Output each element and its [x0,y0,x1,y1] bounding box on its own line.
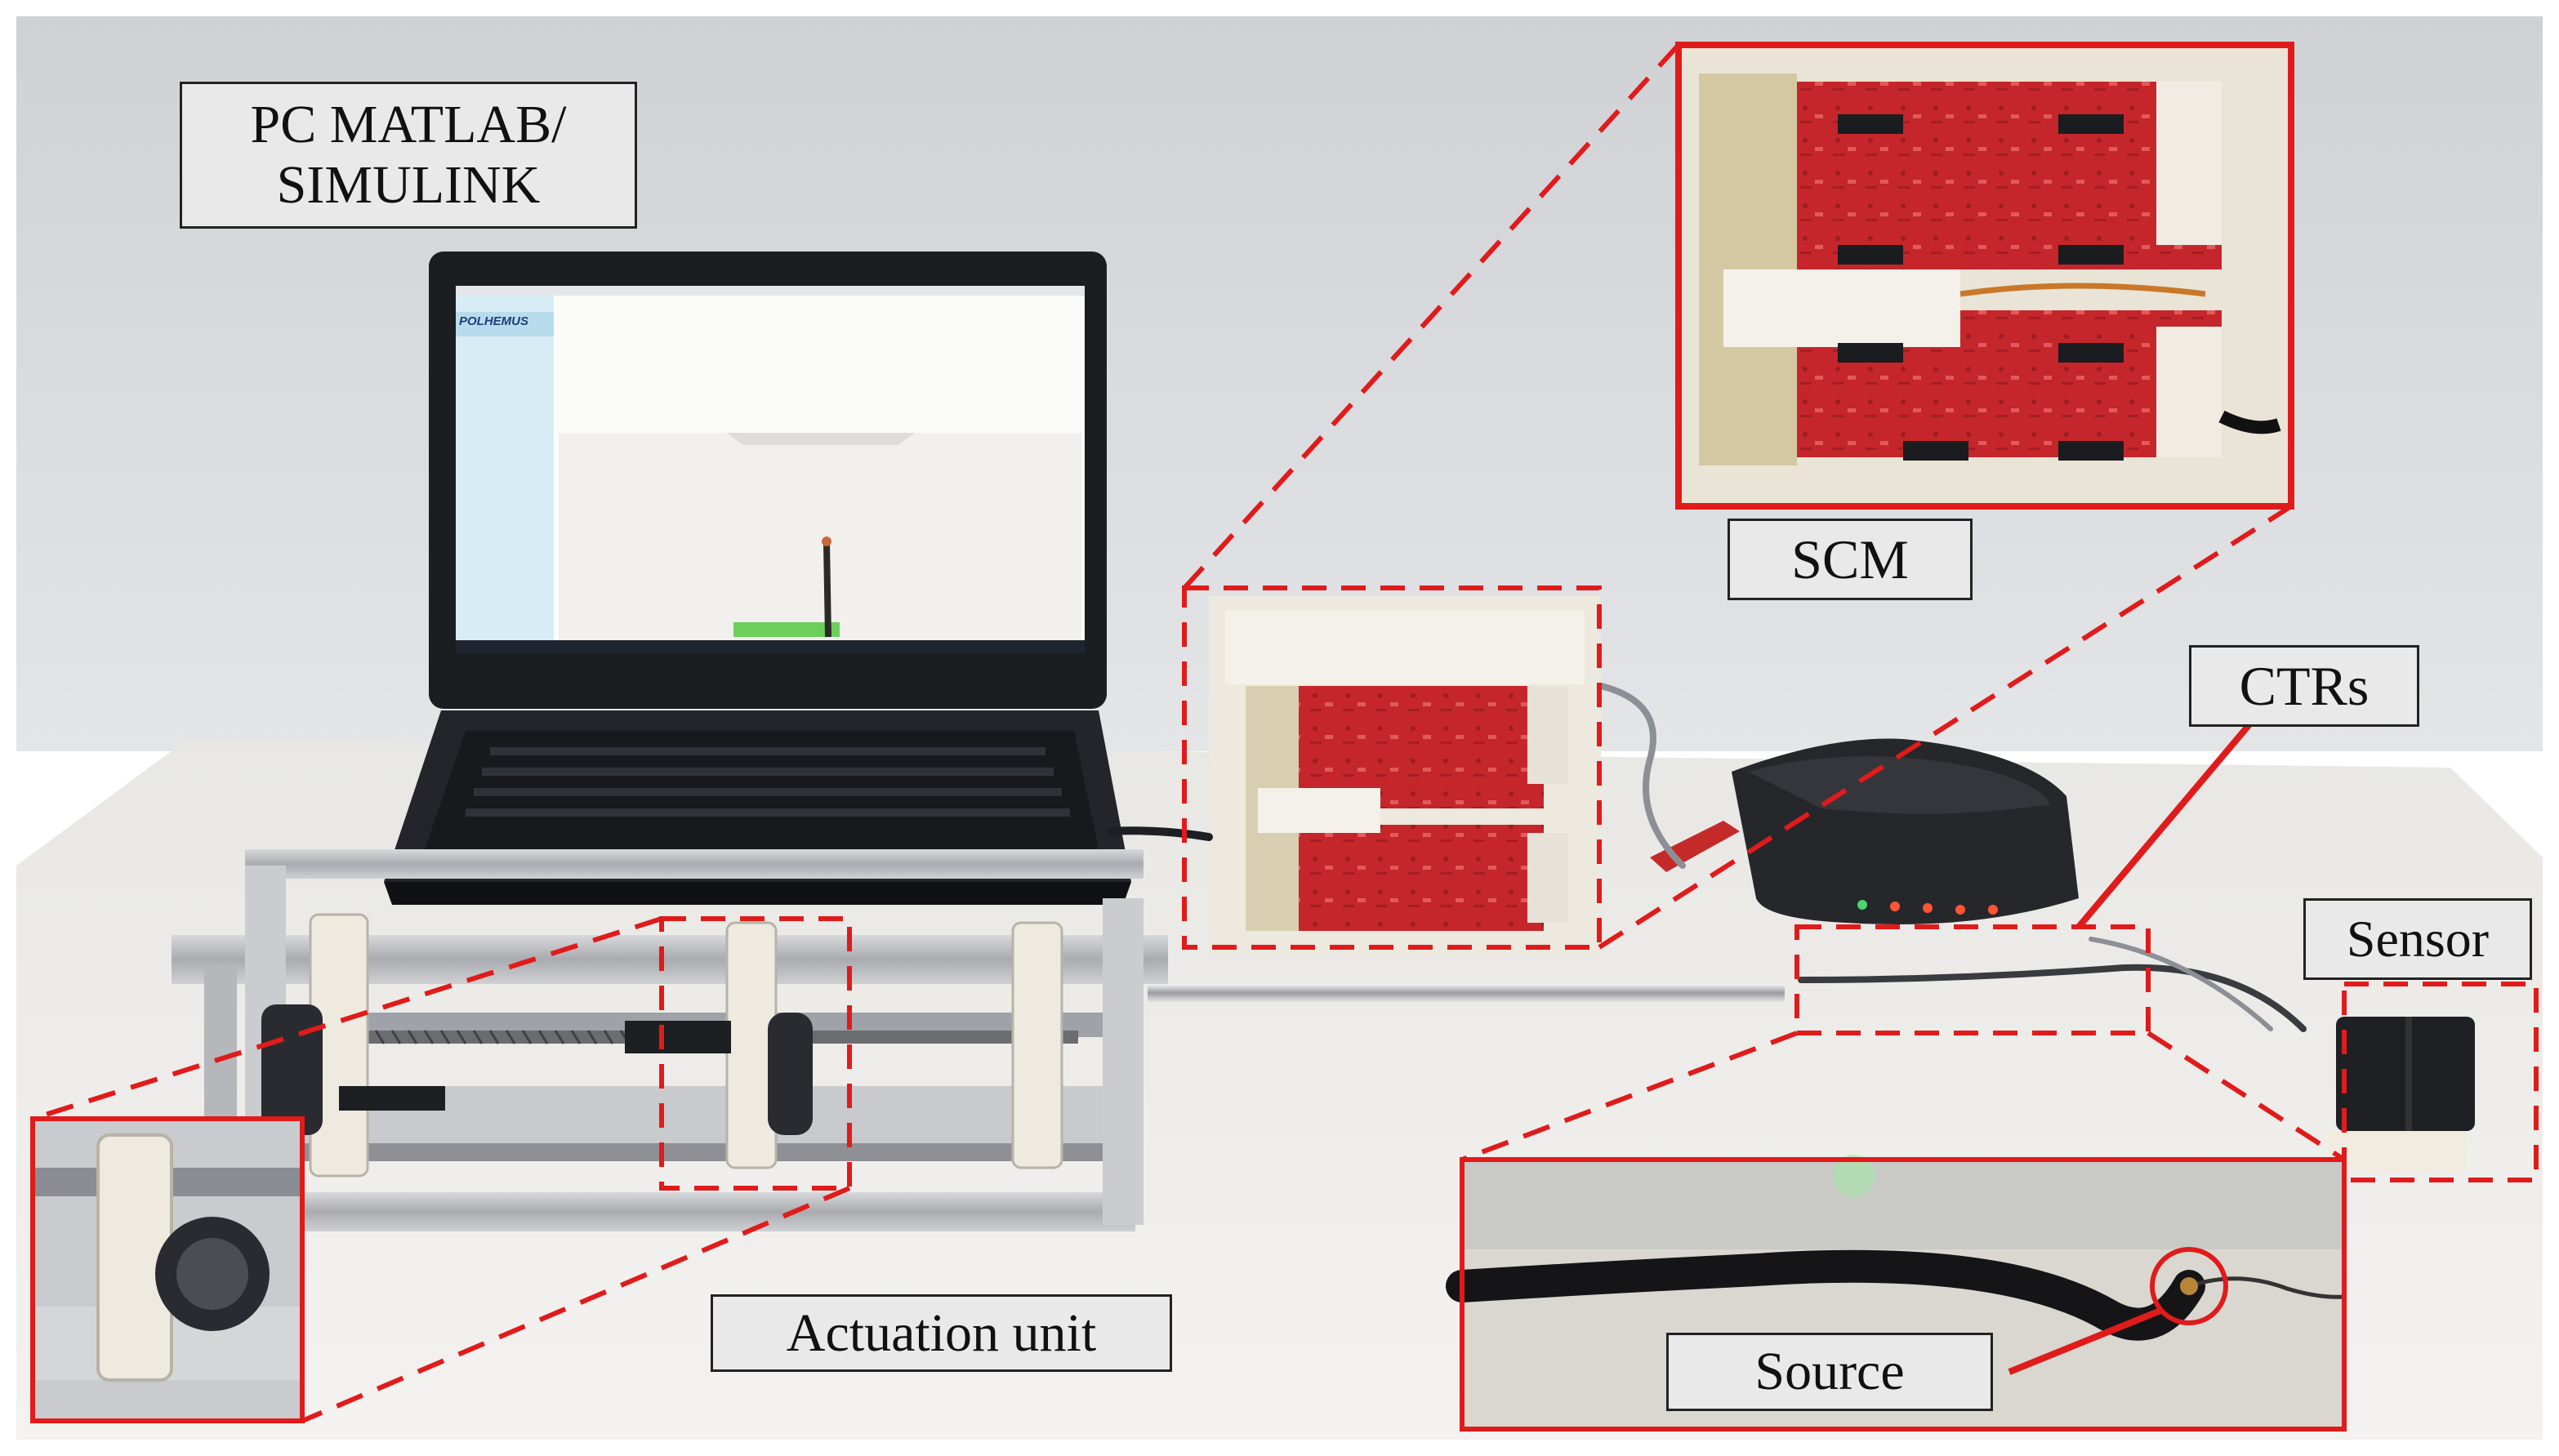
highlight-boxes [30,42,2539,1432]
label-pc-line2: SIMULINK [276,155,541,215]
sensor-block [2328,1017,2475,1172]
ctrs-dashed-box [1794,924,2151,1035]
label-source: Source [1666,1333,1993,1411]
taskbar [456,640,1085,653]
source-inset-frame [1460,1157,2347,1432]
label-scm: SCM [1728,519,1973,600]
label-actuation-unit: Actuation unit [711,1294,1172,1372]
source-inset [1446,1155,2345,1429]
cables [1107,683,2307,1032]
actuation-unit [172,849,1168,1231]
actuation-inset [33,1119,302,1421]
app-sidebar [456,296,554,640]
screen-brand-text: POLHEMUS [459,314,528,328]
pointer-lines [2008,716,2258,1375]
label-pc-line1: PC MATLAB/ [250,95,567,155]
actuation-inset-frame [30,1116,305,1423]
actuation-dashed-box [659,916,852,1191]
ctr-controller [1732,738,2079,924]
long-tube [1148,984,1785,1002]
label-ctrs: CTRs [2189,645,2419,727]
label-pc-matlab-simulink: PC MATLAB/ SIMULINK [180,82,637,229]
scm-inset-frame [1675,42,2294,510]
scm-inset [1679,45,2291,506]
zoom-lines [32,42,2346,1423]
laptop [384,252,1131,905]
sensor-dashed-box [2342,982,2539,1182]
label-sensor: Sensor [2303,898,2532,980]
scm-dashed-box [1182,586,1602,950]
scm-enclosure [1209,596,1601,955]
